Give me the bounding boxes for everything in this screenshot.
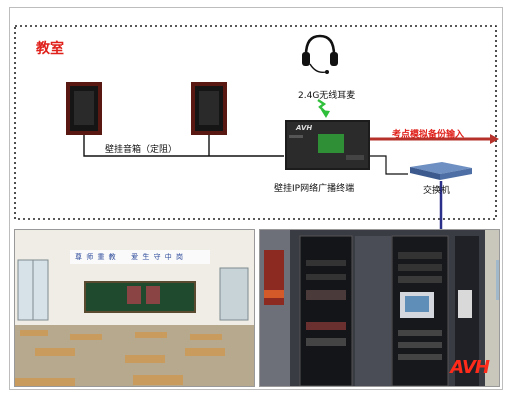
speaker-right — [191, 82, 227, 135]
classroom-boundary — [14, 25, 497, 220]
wireless-link-arrow — [317, 99, 330, 118]
terminal-switch-link — [370, 155, 408, 175]
classroom-scene — [15, 230, 254, 386]
switch-label: 交换机 — [423, 186, 451, 196]
wireless-headset — [302, 34, 338, 74]
classroom-label: 教室 — [36, 41, 64, 57]
network-switch — [410, 162, 472, 180]
system-diagram — [14, 25, 499, 229]
classroom-photo: 尊 师 重 教 爱 生 守 中 岗 — [14, 229, 255, 387]
avh-logo: AVH — [450, 357, 490, 378]
ip-broadcast-terminal — [285, 120, 370, 170]
server-room-scene — [260, 230, 499, 386]
speakers-label: 壁挂音箱（定阻） — [105, 145, 178, 155]
terminal-device-logo: AVH — [296, 124, 313, 132]
headset-label: 2.4G无线耳麦 — [298, 91, 356, 101]
backup-input-label: 考点模拟备份输入 — [392, 130, 465, 140]
classroom-banner: 尊 师 重 教 爱 生 守 中 岗 — [75, 253, 185, 261]
speaker-left — [66, 82, 102, 135]
server-room-photo: AVH — [259, 229, 500, 387]
speaker-wire — [83, 135, 284, 157]
terminal-label: 壁挂IP网络广播终端 — [274, 184, 355, 194]
